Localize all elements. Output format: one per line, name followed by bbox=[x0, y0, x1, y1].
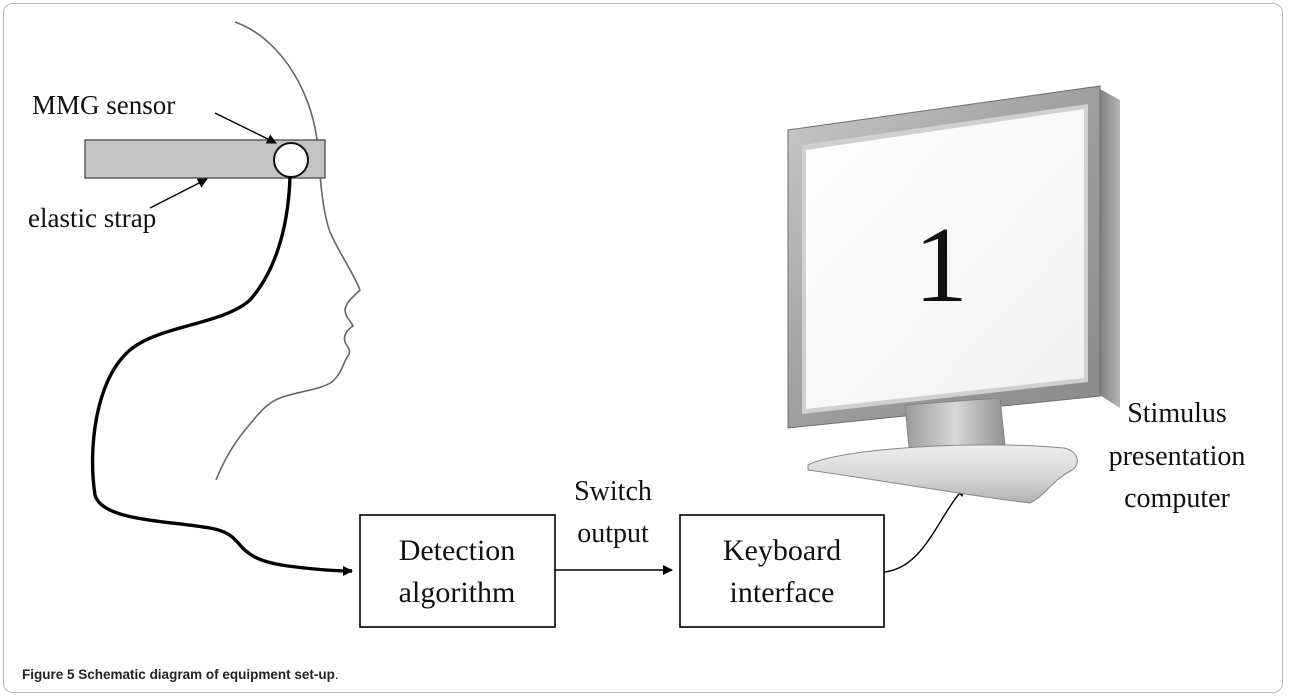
switch-label-line2: output bbox=[577, 518, 649, 549]
screen-digit: 1 bbox=[914, 206, 968, 325]
sensor-cable bbox=[90, 176, 353, 576]
mmg-sensor-label: MMG sensor bbox=[32, 90, 175, 120]
elastic-strap-label: elastic strap bbox=[28, 203, 156, 233]
detection-label-line2: algorithm bbox=[399, 576, 516, 609]
stimulus-label-line3: computer bbox=[1124, 483, 1230, 514]
caption-end: . bbox=[334, 667, 339, 682]
mmg-sensor-circle bbox=[273, 142, 309, 178]
strap-pointer bbox=[149, 178, 208, 209]
keyboard-label-line2: interface bbox=[730, 576, 835, 609]
keyboard-box bbox=[679, 514, 885, 628]
monitor-side bbox=[1098, 88, 1120, 408]
head-outline bbox=[215, 21, 361, 481]
caption-label: Figure 5 bbox=[22, 667, 75, 682]
keyboard-label-line1: Keyboard bbox=[723, 534, 841, 567]
detection-box bbox=[359, 514, 556, 628]
monitor-base bbox=[807, 444, 1078, 504]
caption-text: Schematic diagram of equipment set-up bbox=[78, 667, 335, 682]
switch-label-line1: Switch bbox=[574, 476, 652, 507]
detection-label-line1: Detection bbox=[399, 534, 516, 567]
figure-caption: Figure 5 Schematic diagram of equipment … bbox=[22, 667, 339, 682]
stimulus-label-line1: Stimulus bbox=[1127, 398, 1227, 429]
stimulus-label-line2: presentation bbox=[1109, 441, 1246, 472]
monitor: 1 bbox=[787, 85, 1120, 504]
keyboard-to-computer-arrow bbox=[883, 486, 966, 573]
monitor-screen bbox=[806, 109, 1084, 409]
sensor-pointer bbox=[214, 112, 277, 144]
